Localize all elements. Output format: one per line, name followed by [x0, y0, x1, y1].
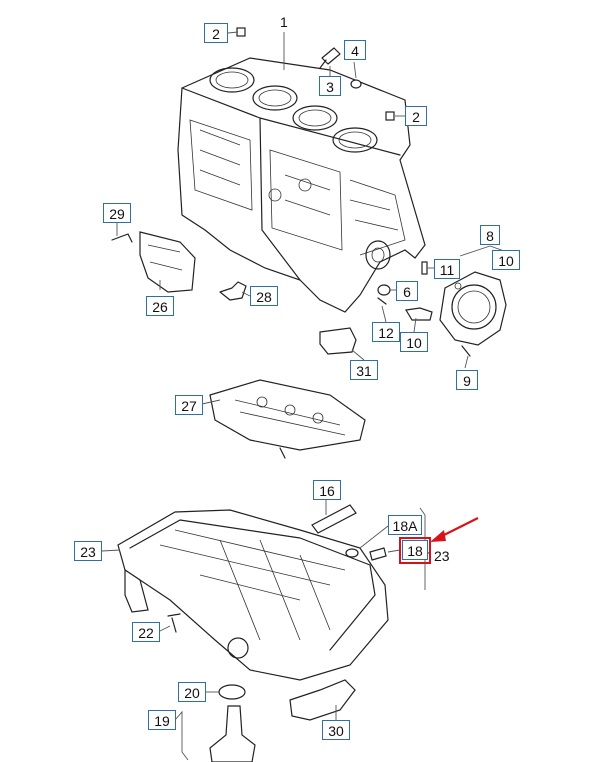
callout-31[interactable]: 31: [350, 360, 378, 380]
callout-3[interactable]: 3: [319, 76, 341, 96]
highlight-arrow: [430, 517, 479, 542]
callout-28[interactable]: 28: [250, 286, 278, 306]
callout-27[interactable]: 27: [175, 395, 203, 415]
callout-22[interactable]: 22: [132, 622, 160, 642]
callout-1[interactable]: 1: [280, 14, 288, 30]
callout-8[interactable]: 8: [480, 225, 500, 245]
callout-20[interactable]: 20: [178, 682, 206, 702]
engine-block-drawing: [177, 57, 426, 313]
callout-23-left[interactable]: 23: [74, 541, 102, 561]
callout-23-right[interactable]: 23: [434, 548, 450, 564]
rear-seal-flange-drawing: [439, 271, 507, 346]
part-30-drawing: [289, 679, 356, 721]
callout-19[interactable]: 19: [148, 710, 176, 730]
highlight-box-18: [399, 537, 431, 564]
leader-lines: [101, 31, 519, 761]
oil-level-parts-drawing: [209, 684, 256, 762]
sealant-tube-drawing: [311, 504, 357, 534]
callout-16[interactable]: 16: [313, 480, 341, 500]
callout-2-right[interactable]: 2: [405, 106, 427, 126]
callout-30[interactable]: 30: [322, 720, 350, 740]
callout-11[interactable]: 11: [434, 259, 460, 279]
callout-6[interactable]: 6: [396, 281, 418, 301]
callout-2-top[interactable]: 2: [204, 23, 228, 43]
callout-12[interactable]: 12: [372, 322, 400, 342]
callout-10-lower[interactable]: 10: [400, 332, 428, 352]
bearing-frame-drawing: [209, 379, 366, 459]
callout-29[interactable]: 29: [103, 203, 131, 223]
callout-10-upper[interactable]: 10: [492, 250, 520, 270]
callout-18a[interactable]: 18A: [388, 515, 422, 535]
callout-26[interactable]: 26: [146, 296, 174, 316]
sensor-module-drawing: [111, 231, 196, 293]
oil-pan-drawing: [117, 509, 389, 681]
callout-9[interactable]: 9: [456, 370, 478, 390]
callout-4[interactable]: 4: [344, 40, 366, 60]
pan-bolts-drawing: [167, 547, 387, 633]
part-31-drawing: [319, 327, 357, 355]
part-28-drawing: [219, 281, 247, 301]
callout-18-highlighted[interactable]: 18: [402, 540, 428, 560]
